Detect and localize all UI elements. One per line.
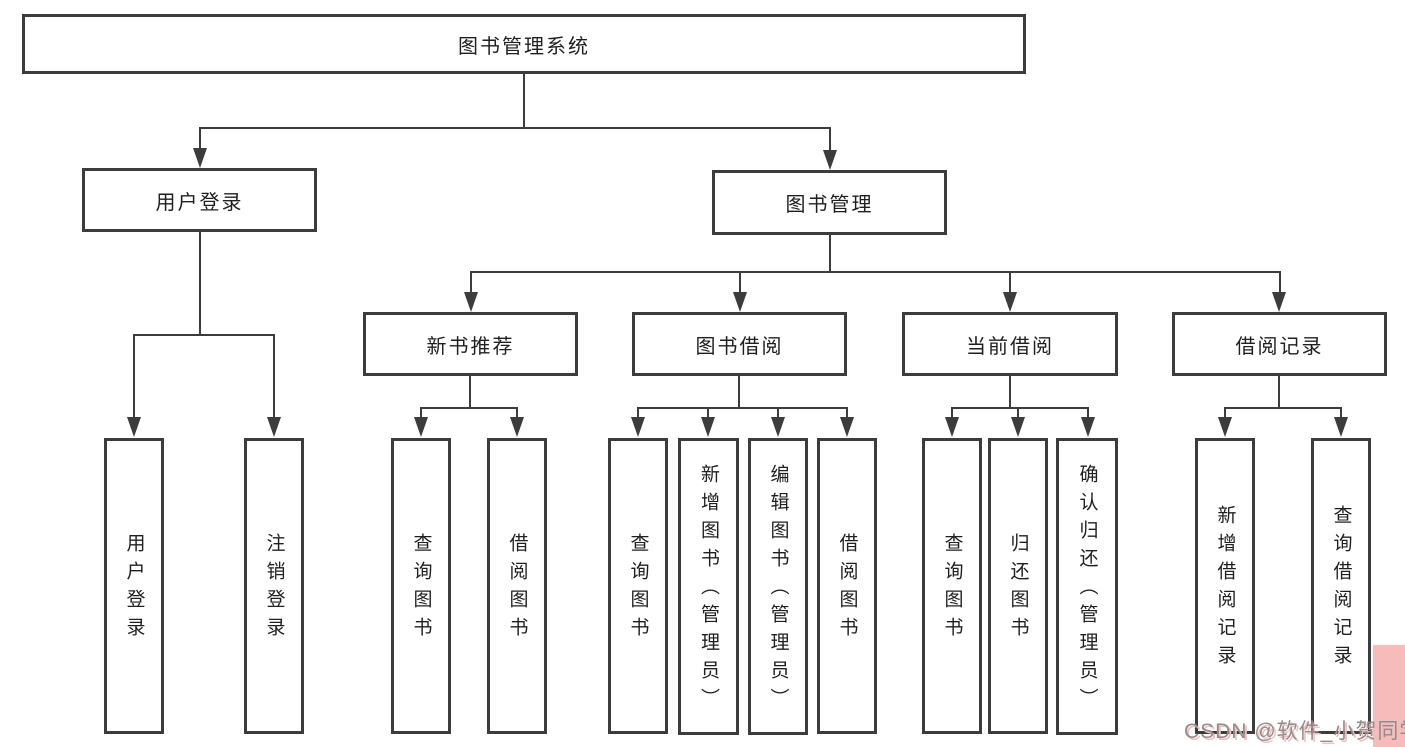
connector-line bbox=[133, 334, 275, 336]
connector-line bbox=[523, 74, 525, 127]
arrow-down-icon bbox=[1081, 417, 1095, 437]
arrow-down-icon bbox=[840, 417, 854, 437]
leaf-records-query-borrow-record: 查询借阅记录 bbox=[1311, 438, 1371, 734]
node-user-login: 用户登录 bbox=[82, 168, 317, 232]
connector-line bbox=[707, 407, 709, 419]
arrow-down-icon bbox=[510, 417, 524, 437]
connector-line bbox=[1225, 407, 1341, 409]
connector-line bbox=[738, 376, 740, 407]
connector-line bbox=[829, 235, 831, 271]
leaf-current-confirm-return-admin: 确认归还（管理员） bbox=[1056, 438, 1118, 735]
connector-line bbox=[777, 407, 779, 419]
connector-line bbox=[199, 232, 201, 334]
leaf-borrow-add-books-admin: 新增图书（管理员） bbox=[678, 438, 739, 735]
connector-line bbox=[1279, 271, 1281, 293]
arrow-down-icon bbox=[193, 148, 207, 168]
leaf-recommend-query-books: 查询图书 bbox=[391, 438, 451, 734]
arrow-down-icon bbox=[1011, 417, 1025, 437]
watermark-pink-block bbox=[1373, 645, 1405, 747]
connector-line bbox=[420, 407, 517, 409]
connector-line bbox=[846, 407, 848, 419]
leaf-borrow-query-books: 查询图书 bbox=[608, 438, 668, 734]
connector-line bbox=[1009, 376, 1011, 407]
connector-line bbox=[516, 407, 518, 419]
connector-line bbox=[470, 271, 472, 293]
arrow-down-icon bbox=[631, 417, 645, 437]
arrow-down-icon bbox=[945, 417, 959, 437]
arrow-down-icon bbox=[733, 292, 747, 312]
connector-line bbox=[637, 407, 639, 419]
arrow-down-icon bbox=[414, 417, 428, 437]
node-borrow-records: 借阅记录 bbox=[1172, 312, 1387, 376]
arrow-down-icon bbox=[771, 417, 785, 437]
leaf-borrow-borrow-books: 借阅图书 bbox=[817, 438, 877, 734]
connector-line bbox=[469, 376, 471, 407]
arrow-down-icon bbox=[1334, 417, 1348, 437]
connector-line bbox=[273, 334, 275, 419]
arrow-down-icon bbox=[1218, 417, 1232, 437]
node-book-management: 图书管理 bbox=[712, 170, 947, 235]
connector-line bbox=[420, 407, 422, 419]
arrow-down-icon bbox=[464, 292, 478, 312]
connector-line bbox=[829, 127, 831, 151]
connector-line bbox=[1224, 407, 1226, 419]
leaf-logout: 注销登录 bbox=[244, 438, 304, 734]
arrow-down-icon bbox=[127, 417, 141, 437]
leaf-current-query-books: 查询图书 bbox=[922, 438, 982, 734]
node-new-book-recommend: 新书推荐 bbox=[363, 312, 578, 376]
leaf-records-add-borrow-record: 新增借阅记录 bbox=[1195, 438, 1255, 734]
connector-line bbox=[638, 407, 847, 409]
connector-line bbox=[1340, 407, 1342, 419]
node-book-borrow: 图书借阅 bbox=[632, 312, 847, 376]
connector-line bbox=[1087, 407, 1089, 419]
connector-line bbox=[739, 271, 741, 293]
leaf-recommend-borrow-books: 借阅图书 bbox=[487, 438, 547, 734]
arrow-down-icon bbox=[267, 417, 281, 437]
arrow-down-icon bbox=[1003, 292, 1017, 312]
connector-line bbox=[1009, 271, 1011, 293]
leaf-borrow-edit-books-admin: 编辑图书（管理员） bbox=[748, 438, 808, 735]
connector-line bbox=[1017, 407, 1019, 419]
node-root: 图书管理系统 bbox=[22, 14, 1026, 74]
watermark-text: CSDN @软件_小贺同学 bbox=[1184, 720, 1405, 743]
leaf-current-return-books: 归还图书 bbox=[988, 438, 1048, 734]
leaf-user-login: 用户登录 bbox=[104, 438, 164, 734]
connector-line bbox=[1278, 376, 1280, 407]
arrow-down-icon bbox=[823, 150, 837, 170]
arrow-down-icon bbox=[701, 417, 715, 437]
node-current-borrow: 当前借阅 bbox=[902, 312, 1118, 376]
connector-line bbox=[470, 271, 1280, 273]
connector-line bbox=[952, 407, 1088, 409]
connector-line bbox=[951, 407, 953, 419]
connector-line bbox=[133, 334, 135, 419]
connector-line bbox=[199, 127, 201, 151]
connector-line bbox=[199, 127, 831, 129]
arrow-down-icon bbox=[1272, 292, 1286, 312]
